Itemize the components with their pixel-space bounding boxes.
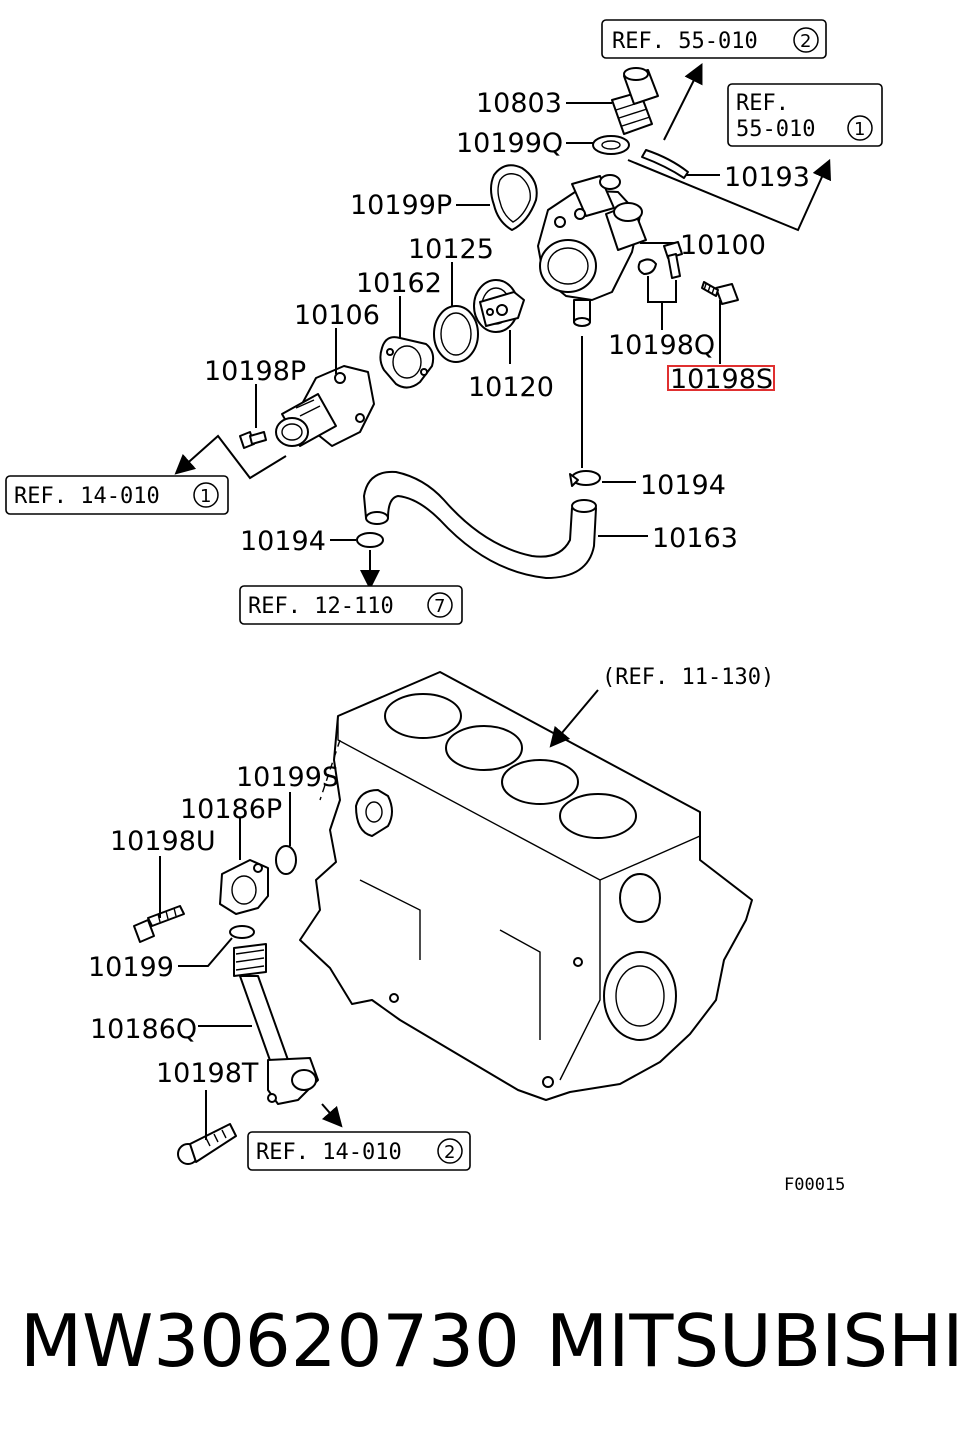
label-10199Q: 10199Q: [456, 128, 563, 159]
thermostat-10120-part: [473, 279, 525, 333]
svg-text:7: 7: [434, 596, 445, 617]
label-10198T: 10198T: [156, 1058, 259, 1089]
label-10199P: 10199P: [350, 190, 452, 221]
label-10120: 10120: [468, 372, 554, 403]
oring-10125-part: [433, 305, 479, 363]
figure-code: F00015: [784, 1175, 845, 1195]
label-10125: 10125: [408, 234, 494, 265]
label-10163: 10163: [652, 523, 738, 554]
ref-box-12-110-7: REF. 12-110 7: [239, 585, 463, 625]
water-inlet-10106-part: [275, 365, 375, 447]
label-10198U: 10198U: [110, 826, 216, 857]
engine-block-part: [299, 671, 753, 1101]
bolt-10198Q-part: [637, 241, 683, 279]
bolt-10198S-part: [701, 281, 739, 305]
hose-10163-part: [363, 470, 597, 579]
housing-10100-part: [537, 174, 647, 327]
gasket-10162-part: [379, 336, 435, 389]
label-10162: 10162: [356, 268, 442, 299]
oring-10199P-part: [490, 164, 538, 231]
label-10186P: 10186P: [180, 794, 282, 825]
pipe-10186Q-part: [233, 943, 319, 1105]
ref-box-55-010-2: REF. 55-010 2: [601, 19, 827, 59]
label-10194-lower: 10194: [240, 526, 326, 557]
bolt-10198U-part: [133, 905, 185, 943]
part-number: MW30620730: [20, 1299, 520, 1383]
clip-10193-part: [641, 149, 689, 179]
highlight-box-10198S: [667, 365, 775, 391]
label-10803: 10803: [476, 88, 562, 119]
ref-11-130: (REF. 11-130): [602, 665, 774, 690]
brand-name: MITSUBISHI: [546, 1299, 960, 1383]
svg-text:REF. 12-110: REF. 12-110: [248, 594, 394, 619]
clamp-10194-lower-part: [356, 532, 384, 548]
sensor-10803-part: [611, 67, 659, 135]
oring-10199-part: [229, 925, 255, 939]
label-10100: 10100: [680, 230, 766, 261]
svg-text:2: 2: [444, 1142, 455, 1163]
outlet-fitting-part: [219, 859, 269, 915]
clamp-10194-upper-part: [569, 470, 601, 487]
svg-text:55-010: 55-010: [736, 117, 815, 142]
label-10186Q: 10186Q: [90, 1014, 197, 1045]
label-10106: 10106: [294, 300, 380, 331]
svg-text:REF. 14-010: REF. 14-010: [256, 1140, 402, 1165]
label-10193: 10193: [724, 162, 810, 193]
label-10198S: 10198S: [670, 364, 773, 395]
svg-text:REF. 14-010: REF. 14-010: [14, 484, 160, 509]
label-10198P: 10198P: [204, 356, 306, 387]
label-10199: 10199: [88, 952, 174, 983]
oring-10186P-part: [275, 845, 297, 875]
svg-text:REF. 55-010: REF. 55-010: [612, 29, 758, 54]
svg-text:1: 1: [854, 119, 865, 140]
svg-text:REF.: REF.: [736, 91, 789, 116]
svg-text:2: 2: [800, 31, 811, 52]
gasket-10199Q-part: [592, 135, 630, 155]
label-10194-upper: 10194: [640, 470, 726, 501]
bolt-10198P-part: [239, 431, 267, 449]
bolt-10198T-part: [177, 1123, 237, 1165]
gasket-10199S-part: [355, 789, 393, 837]
ref-box-14-010-1: REF. 14-010 1: [5, 475, 229, 515]
ref-box-14-010-2: REF. 14-010 2: [247, 1131, 471, 1171]
svg-text:1: 1: [200, 486, 211, 507]
label-10198Q: 10198Q: [608, 330, 715, 361]
label-10199S: 10199S: [236, 762, 339, 793]
ref-box-55-010-1: REF. 55-010 1: [727, 83, 883, 147]
